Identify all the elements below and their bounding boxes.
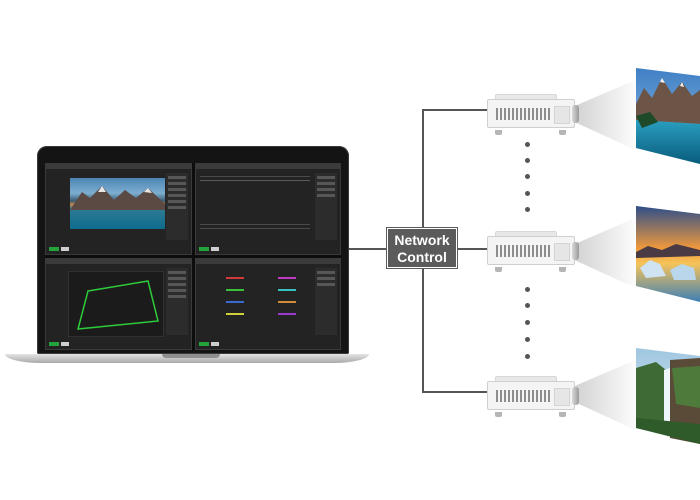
ellipsis-dot — [525, 287, 530, 292]
connector-projector-3 — [422, 391, 487, 393]
network-control-box: Network Control — [387, 228, 457, 268]
software-window-image-preview — [45, 163, 192, 255]
cancel-button[interactable] — [61, 342, 69, 346]
ellipsis-dot — [525, 207, 530, 212]
apply-button[interactable] — [49, 247, 59, 251]
ellipsis-dot — [525, 158, 530, 163]
network-label-line1: Network — [394, 232, 450, 248]
light-beam — [570, 358, 640, 432]
projector-icon — [485, 94, 579, 136]
connector-projector-2 — [457, 248, 487, 250]
apply-button[interactable] — [198, 247, 209, 251]
cancel-button[interactable] — [210, 342, 219, 346]
connector-laptop — [349, 248, 387, 250]
connector-vertical-bottom — [422, 268, 424, 392]
network-label-line2: Control — [397, 249, 447, 265]
preview-image — [70, 178, 165, 229]
ellipsis-dot — [525, 337, 530, 342]
light-beam — [570, 78, 640, 152]
ellipsis-dot — [525, 191, 530, 196]
software-window-geometry — [45, 258, 192, 350]
connector-projector-1 — [422, 109, 487, 111]
laptop-notch — [162, 354, 220, 358]
projected-image-mountain-lake — [636, 68, 700, 164]
apply-button[interactable] — [49, 342, 59, 346]
light-beam — [570, 216, 640, 290]
cancel-button[interactable] — [61, 247, 69, 251]
ellipsis-dot — [525, 303, 530, 308]
laptop-screen — [45, 163, 341, 350]
ellipsis-dot — [525, 320, 530, 325]
ellipsis-dot — [525, 174, 530, 179]
ellipsis-dot — [525, 354, 530, 359]
software-window-color — [194, 258, 341, 350]
projector-icon — [485, 231, 579, 273]
ellipsis-dot — [525, 142, 530, 147]
apply-button[interactable] — [198, 342, 209, 346]
projector-icon — [485, 376, 579, 418]
projected-image-sunset-ice — [636, 206, 700, 302]
cancel-button[interactable] — [210, 247, 219, 251]
laptop-base — [5, 354, 369, 363]
software-window-settings — [194, 163, 341, 255]
connector-vertical-top — [422, 109, 424, 228]
projected-image-waterfall — [636, 348, 700, 444]
